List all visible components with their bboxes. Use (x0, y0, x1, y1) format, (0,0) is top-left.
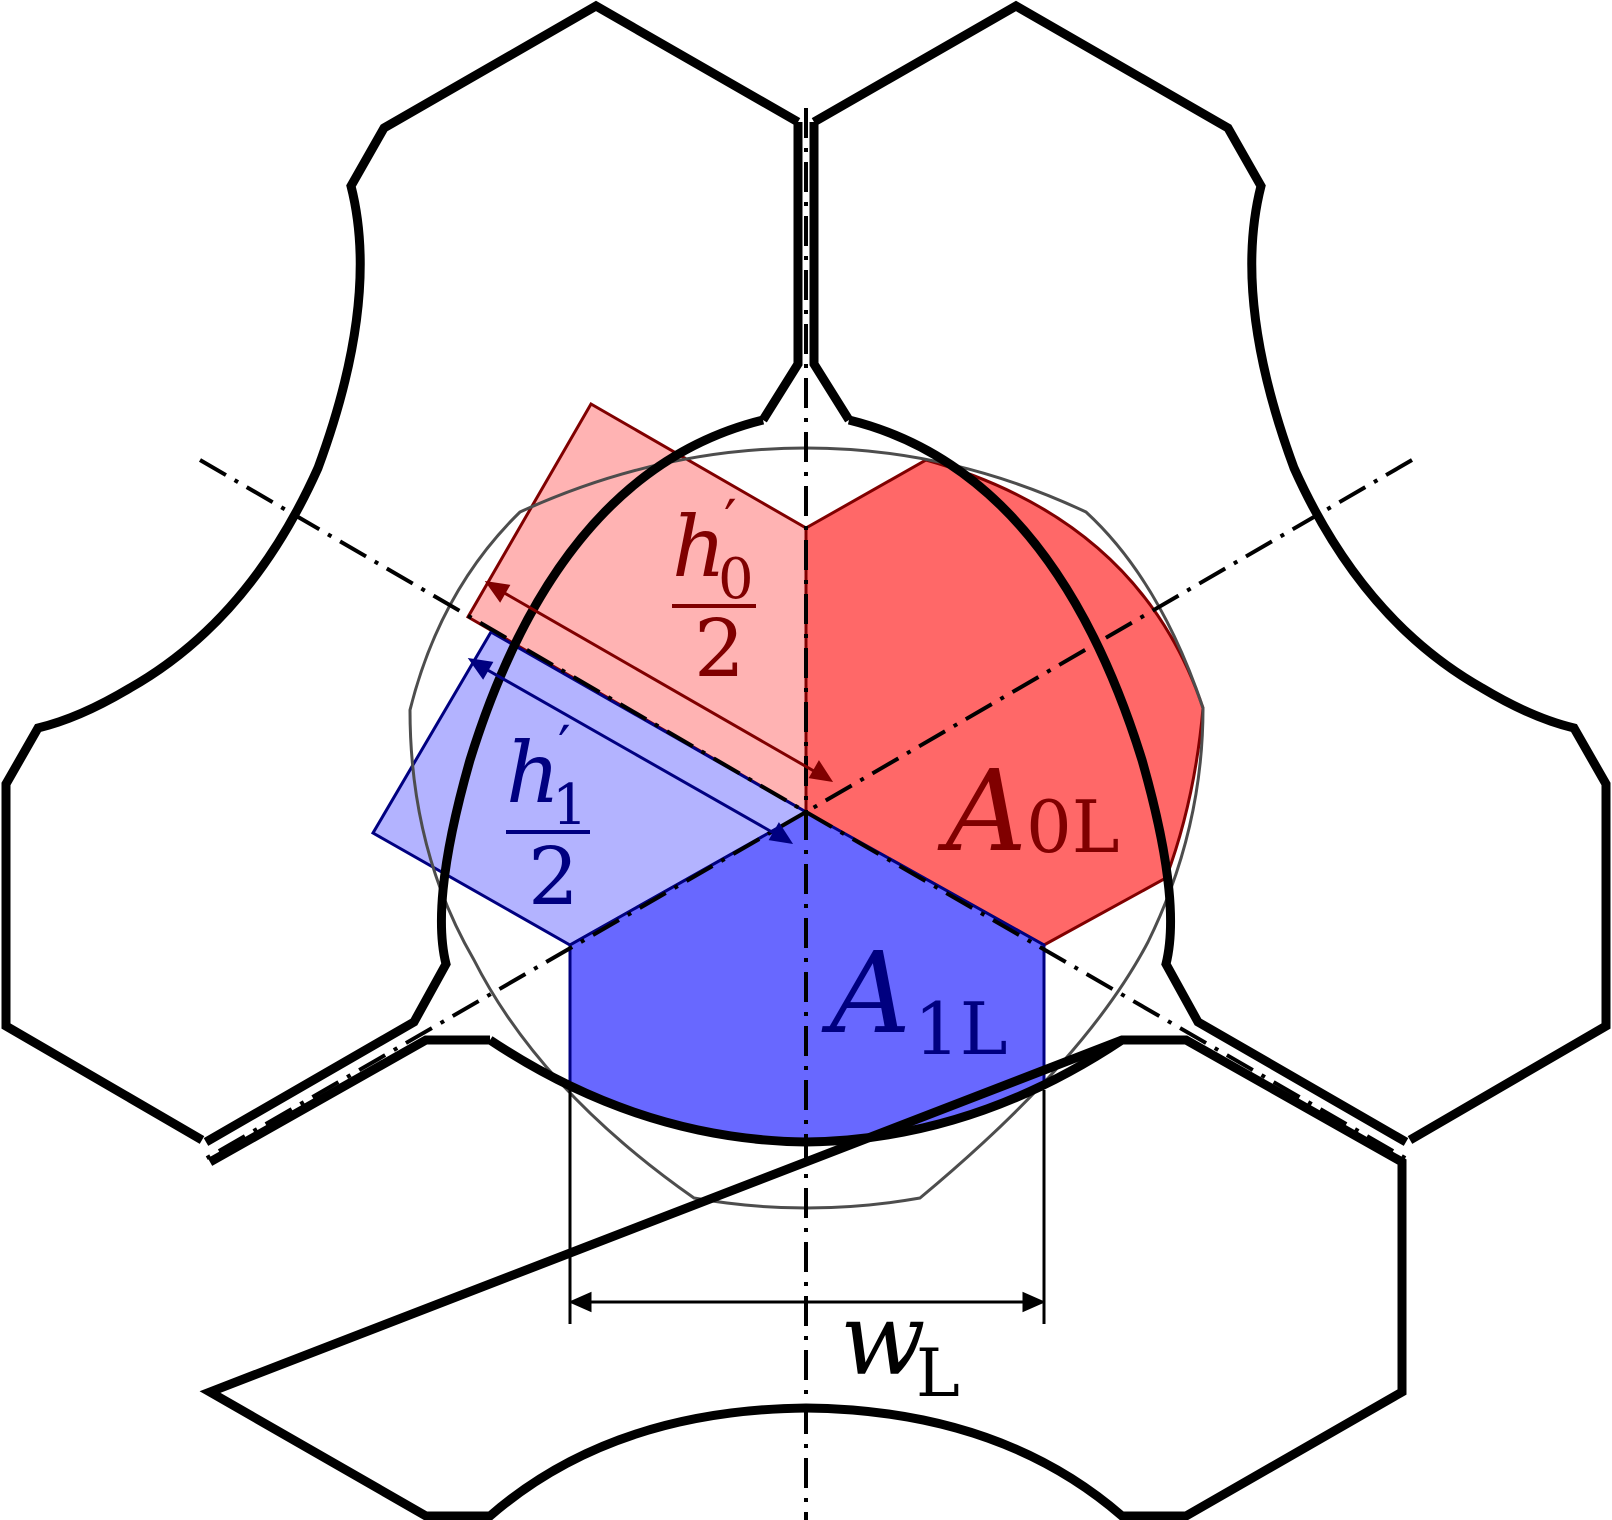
h1-label-base: h (506, 724, 560, 822)
h0-label-sub: 0 (718, 547, 754, 612)
h0-label-base: h (672, 498, 726, 596)
w-arrowhead-left (568, 1291, 592, 1313)
a0l-label-base: A (937, 747, 1027, 877)
h0-arrowhead-start (484, 580, 511, 603)
symmetry-axes (198, 108, 1414, 1520)
bottom-cell (199, 1035, 1407, 1520)
h0-arrowhead-end (808, 760, 834, 783)
h1-label-prime: ′ (558, 715, 571, 780)
central-lobe (203, 415, 765, 1146)
lower-left-axis (198, 810, 808, 1164)
h0-dimension-line (493, 585, 827, 780)
a1l-label: A 1L (821, 929, 1008, 1071)
upper-right-cell (811, 0, 1611, 1144)
lower-right-axis (804, 810, 1414, 1164)
left-diagonal-axis (198, 458, 808, 814)
h1-arrowhead-start (467, 657, 494, 680)
h0-dimension (484, 580, 834, 783)
upper-left-cell (1, 0, 801, 1144)
h0-label-prime: ′ (724, 489, 737, 554)
h1-dimension-line (476, 662, 787, 842)
central-wall-right (809, 122, 853, 423)
wl-label: w L (840, 1281, 960, 1412)
h1-label-den: 2 (528, 830, 579, 923)
h1-label-sub: 1 (552, 773, 588, 838)
h0-fraction-bar (672, 604, 756, 608)
w-dimension (568, 1090, 1046, 1324)
central-lobe-rim (487, 1036, 1125, 1147)
h0-label: h ′ 0 2 (672, 489, 756, 695)
h1-label: h ′ 1 2 (506, 715, 590, 923)
h1-fraction-bar (506, 830, 590, 834)
right-diagonal-axis (804, 458, 1414, 814)
h1-dimension (467, 657, 794, 845)
w-arrowhead-right (1022, 1291, 1046, 1313)
a1l-label-sub: 1L (914, 987, 1008, 1071)
wl-label-base: w (840, 1281, 926, 1398)
h0-label-den: 2 (694, 602, 745, 695)
h1-arrowhead-end (768, 822, 794, 845)
a0l-label-sub: 0L (1026, 785, 1120, 869)
a0l-label: A 0L (937, 747, 1120, 877)
central-wall-left (759, 122, 803, 423)
a1l-label-base: A (821, 929, 911, 1059)
wl-label-sub: L (916, 1335, 960, 1412)
bore-circle (408, 446, 1205, 1210)
central-lobe-right (847, 415, 1409, 1146)
